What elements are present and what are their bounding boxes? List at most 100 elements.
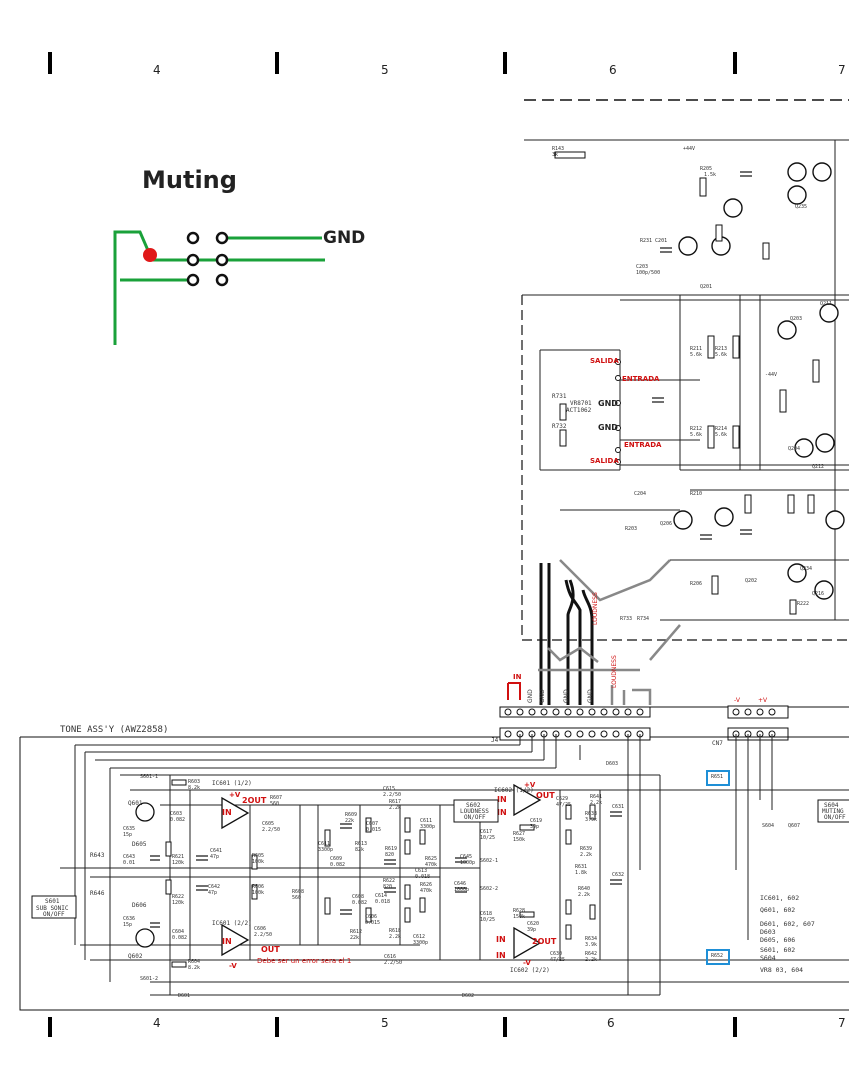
svg-text:S604: S604 bbox=[760, 954, 776, 962]
ic602a-out: OUT bbox=[536, 791, 555, 800]
svg-text:C620: C620 bbox=[527, 921, 539, 927]
svg-text:+44V: +44V bbox=[683, 146, 695, 152]
r733-label: R733 bbox=[620, 616, 632, 622]
svg-text:S602-1: S602-1 bbox=[480, 858, 498, 864]
grid-col-top-6: 6 bbox=[609, 63, 617, 77]
svg-text:R212: R212 bbox=[690, 426, 702, 432]
ic602b-out: 2OUT bbox=[532, 937, 557, 946]
svg-text:R211: R211 bbox=[690, 346, 702, 352]
muting-marker-dot bbox=[143, 248, 157, 262]
svg-text:C630: C630 bbox=[550, 951, 562, 957]
svg-text:C615: C615 bbox=[383, 786, 395, 792]
svg-text:C611: C611 bbox=[420, 818, 432, 824]
svg-text:82k: 82k bbox=[355, 847, 364, 853]
grid-ruler-top bbox=[48, 52, 737, 74]
svg-text:2.2k: 2.2k bbox=[389, 805, 401, 811]
grid-col-bottom-6: 6 bbox=[607, 1016, 615, 1030]
annotation-salida-bottom: SALIDA bbox=[590, 457, 619, 465]
svg-text:R203: R203 bbox=[625, 526, 637, 532]
q601-label: Q601 bbox=[128, 800, 143, 807]
svg-text:R205: R205 bbox=[700, 166, 712, 172]
svg-text:1.8k: 1.8k bbox=[575, 870, 587, 876]
ic602b-in-2: IN bbox=[496, 951, 506, 960]
ic601b-in: IN bbox=[222, 937, 232, 946]
tone-board-transistors bbox=[135, 802, 155, 948]
r734-label: R734 bbox=[637, 616, 649, 622]
svg-text:3300p: 3300p bbox=[318, 847, 333, 853]
svg-text:R612: R612 bbox=[350, 929, 362, 935]
svg-text:C617: C617 bbox=[480, 829, 492, 835]
svg-text:R206: R206 bbox=[690, 581, 702, 587]
svg-text:C618: C618 bbox=[480, 911, 492, 917]
grid-col-bottom-5: 5 bbox=[381, 1016, 389, 1030]
svg-text:2.2/50: 2.2/50 bbox=[384, 960, 402, 966]
svg-text:R210: R210 bbox=[690, 491, 702, 497]
svg-text:R627: R627 bbox=[513, 831, 525, 837]
svg-text:R633: R633 bbox=[585, 811, 597, 817]
svg-text:5.6k: 5.6k bbox=[715, 352, 727, 358]
svg-text:C204: C204 bbox=[634, 491, 646, 497]
svg-text:3.9k: 3.9k bbox=[585, 942, 597, 948]
svg-text:150k: 150k bbox=[513, 837, 525, 843]
muting-pin-header bbox=[186, 231, 229, 287]
svg-text:D603: D603 bbox=[606, 761, 618, 767]
connector-cn7-label: CN7 bbox=[712, 740, 723, 747]
d606-label: D606 bbox=[132, 902, 147, 909]
svg-text:C619: C619 bbox=[530, 818, 542, 824]
tone-board-parts bbox=[165, 779, 596, 968]
svg-text:-44V: -44V bbox=[765, 372, 777, 378]
svg-text:C606: C606 bbox=[365, 914, 377, 920]
svg-text:S601-2: S601-2 bbox=[140, 976, 158, 982]
svg-text:8.2k: 8.2k bbox=[188, 785, 200, 791]
svg-text:D601, 602, 607: D601, 602, 607 bbox=[760, 920, 815, 928]
svg-text:R609: R609 bbox=[345, 812, 357, 818]
svg-text:2.2k: 2.2k bbox=[389, 934, 401, 940]
ic602a-in-2: IN bbox=[497, 808, 507, 817]
tone-board-wiring bbox=[60, 734, 849, 996]
svg-text:2.2/50: 2.2/50 bbox=[254, 932, 272, 938]
q602-label: Q602 bbox=[128, 953, 143, 960]
svg-text:150k: 150k bbox=[513, 914, 525, 920]
svg-text:15p: 15p bbox=[123, 832, 132, 838]
annotation-gnd-1: GND bbox=[598, 399, 618, 408]
svg-text:0.082: 0.082 bbox=[352, 900, 367, 906]
r732-label: R732 bbox=[552, 423, 567, 430]
pin-gnd-1: GND bbox=[527, 689, 534, 703]
svg-text:C631: C631 bbox=[612, 804, 624, 810]
svg-text:R213: R213 bbox=[715, 346, 727, 352]
svg-text:C646: C646 bbox=[454, 881, 466, 887]
annotation-in-cable: IN bbox=[513, 673, 522, 681]
svg-text:D603: D603 bbox=[760, 928, 776, 936]
annotation-salida-top: SALIDA bbox=[590, 357, 619, 365]
svg-text:8.2k: 8.2k bbox=[188, 965, 200, 971]
s604a-label: S604 bbox=[762, 823, 774, 829]
opamp-annotations: IN 2OUT +V IN OUT -V IN IN OUT +V IN IN … bbox=[222, 781, 557, 970]
svg-text:Q234: Q234 bbox=[800, 566, 812, 572]
pin-gnd-4: GND bbox=[587, 689, 594, 703]
grid-col-top-7: 7 bbox=[838, 63, 846, 77]
d605-label: D605 bbox=[132, 841, 147, 848]
svg-text:Q203: Q203 bbox=[790, 316, 802, 322]
ic601b-minus-v: -V bbox=[229, 962, 237, 970]
svg-text:5.6k: 5.6k bbox=[690, 432, 702, 438]
svg-text:Q601, 602: Q601, 602 bbox=[760, 906, 795, 914]
svg-text:2.2k: 2.2k bbox=[580, 852, 592, 858]
tone-board-caps bbox=[150, 811, 622, 928]
annotation-loudness-2: LOUDNESS bbox=[611, 655, 618, 688]
svg-text:10/25: 10/25 bbox=[480, 835, 495, 841]
svg-text:Q211: Q211 bbox=[820, 301, 832, 307]
svg-text:VR8 03, 604: VR8 03, 604 bbox=[760, 966, 803, 974]
svg-text:R619: R619 bbox=[385, 846, 397, 852]
svg-text:R604: R604 bbox=[188, 959, 200, 965]
svg-text:47/25: 47/25 bbox=[550, 957, 565, 963]
svg-text:C636: C636 bbox=[123, 916, 135, 922]
svg-text:IC601, 602: IC601, 602 bbox=[760, 894, 799, 902]
svg-text:0.082: 0.082 bbox=[330, 862, 345, 868]
pin-gnd-3: GND bbox=[563, 689, 570, 703]
svg-text:C629: C629 bbox=[556, 796, 568, 802]
pin-gnd-2: GND bbox=[539, 689, 546, 703]
svg-text:Q235: Q235 bbox=[795, 204, 807, 210]
svg-text:D605, 606: D605, 606 bbox=[760, 936, 795, 944]
svg-text:R617: R617 bbox=[389, 799, 401, 805]
svg-text:2.2k: 2.2k bbox=[578, 892, 590, 898]
